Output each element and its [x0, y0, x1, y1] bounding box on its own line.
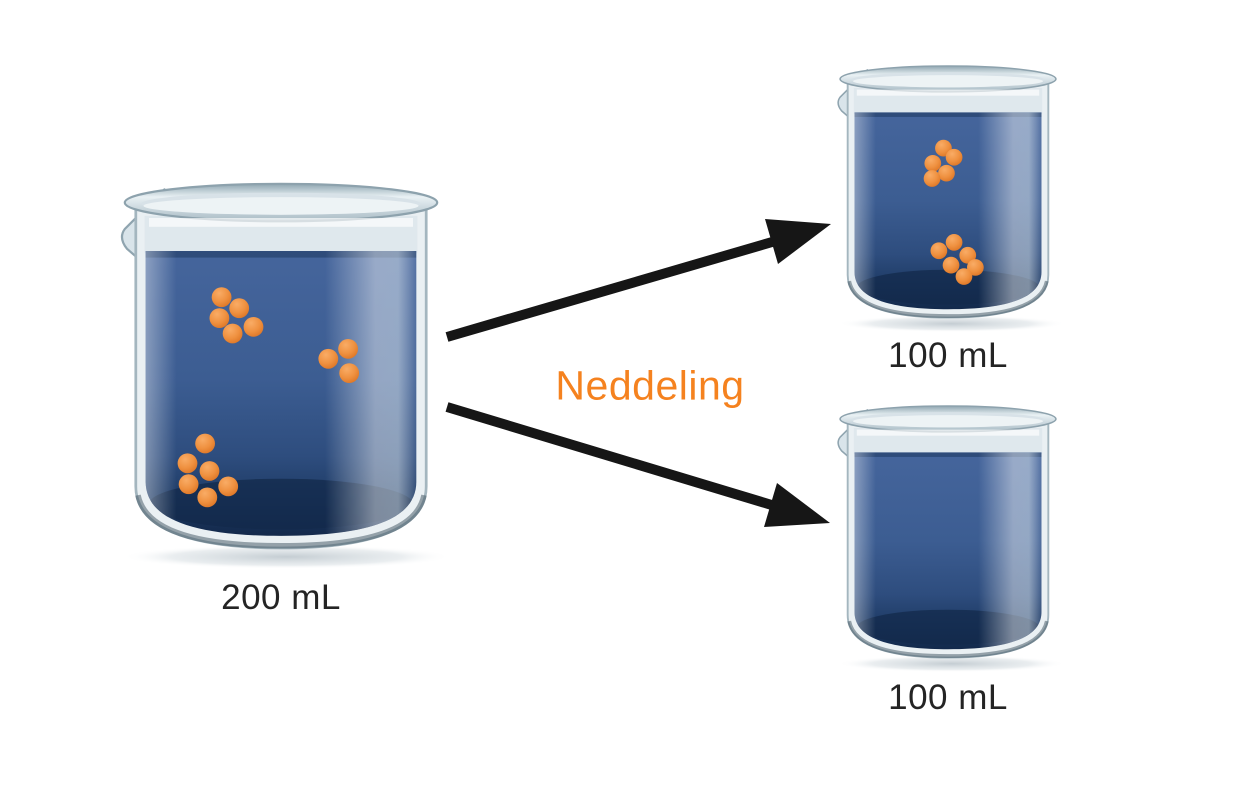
beaker-liquid-effects [854, 112, 1042, 310]
result-beaker-top-graphic [837, 65, 1062, 333]
particle [177, 453, 198, 474]
particle [959, 246, 977, 264]
source-beaker [116, 174, 446, 570]
beaker-rim-shine [856, 89, 1040, 96]
particle [318, 348, 339, 369]
beaker-bottom-edge [847, 280, 1049, 318]
result-beaker-top [834, 59, 1062, 333]
arrow-bottom [445, 402, 830, 527]
particle [924, 154, 942, 172]
beaker-rim-shine [856, 429, 1040, 436]
particle [209, 308, 230, 328]
particle [938, 164, 955, 182]
particle [923, 170, 941, 187]
arrow-top [445, 219, 831, 342]
beaker-shadow [837, 315, 1062, 333]
beaker-bottom-edge [135, 494, 427, 549]
result-beaker-top-volume-label: 100 mL [888, 336, 1008, 375]
particle [199, 461, 220, 481]
process-label: Neddeling [555, 362, 745, 409]
particle [338, 339, 358, 359]
source-beaker-graphic [120, 182, 446, 569]
particle [178, 474, 199, 495]
particles [923, 139, 984, 285]
beaker-rim-inner [853, 415, 1043, 428]
particle [942, 256, 960, 274]
particle [195, 433, 215, 454]
particle [967, 259, 984, 276]
beaker-rim-inner [143, 197, 419, 215]
beaker-shadow [121, 544, 446, 569]
particle [229, 298, 250, 319]
beaker-shadow [837, 655, 1062, 673]
particle [930, 242, 948, 260]
particle [243, 317, 264, 337]
result-beaker-bottom-graphic [837, 405, 1062, 673]
result-beaker-bottom [834, 399, 1062, 673]
particle [211, 287, 232, 308]
source-beaker-volume-label: 200 mL [221, 578, 341, 617]
particle [339, 363, 360, 383]
result-beaker-bottom-volume-label: 100 mL [888, 678, 1008, 717]
particles [177, 287, 360, 508]
beaker-liquid-effects [145, 251, 417, 536]
particle [197, 487, 218, 508]
beaker-rim-inner [853, 75, 1043, 88]
particle [955, 268, 973, 285]
particle [218, 476, 239, 497]
beaker-liquid-effects [854, 452, 1042, 650]
particle [945, 234, 963, 251]
particle [222, 323, 243, 344]
beaker-bottom-edge [847, 620, 1049, 658]
beaker-rim-shine [149, 218, 413, 227]
particle [945, 148, 963, 166]
